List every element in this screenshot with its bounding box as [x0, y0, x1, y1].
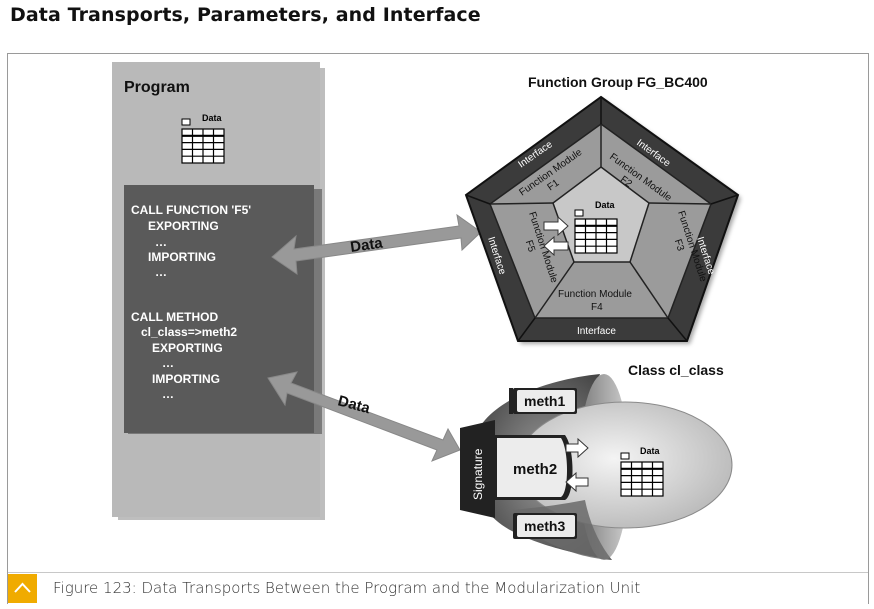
function-group-title: Function Group FG_BC400 [528, 74, 708, 90]
interface-label-bottom: Interface [577, 326, 616, 337]
method-meth1: meth1 [509, 388, 577, 414]
code-exporting-1: EXPORTING [148, 219, 219, 233]
function-group-inner-arrows [543, 215, 569, 257]
code-class-method: cl_class=>meth2 [141, 325, 237, 339]
code-call-method: CALL METHOD [131, 310, 218, 324]
page-title: Data Transports, Parameters, and Interfa… [10, 4, 481, 26]
code-call-function: CALL FUNCTION 'F5' [131, 203, 251, 217]
class-data-label: Data [640, 446, 661, 456]
code-ellipsis-2: … [155, 265, 167, 279]
signature-block: Signature [460, 420, 495, 518]
class-inner-arrows [565, 437, 589, 493]
svg-text:F4: F4 [591, 302, 603, 313]
svg-text:Function Module: Function Module [558, 289, 632, 300]
svg-text:meth2: meth2 [513, 461, 557, 478]
figure-caption: Figure 123: Data Transports Between the … [53, 579, 641, 597]
svg-text:F5: F5 [523, 239, 537, 254]
code-ellipsis-4: … [162, 387, 174, 401]
function-module-f4: Function Module F4 [558, 289, 632, 313]
svg-text:F3: F3 [672, 238, 686, 253]
method-meth3: meth3 [513, 513, 577, 539]
function-group-data-table-icon [574, 209, 618, 254]
chevron-up-icon[interactable] [8, 574, 37, 603]
svg-text:meth3: meth3 [524, 518, 565, 534]
code-importing-2: IMPORTING [152, 372, 220, 386]
svg-text:meth1: meth1 [524, 393, 565, 409]
program-data-label: Data [202, 113, 223, 123]
caption-bar: Figure 123: Data Transports Between the … [8, 572, 868, 604]
data-arrow-top-label: Data [349, 235, 384, 256]
program-block: Program Data CALL FUNCTION 'F5' EXPORTIN… [112, 62, 325, 520]
code-importing-1: IMPORTING [148, 250, 216, 264]
code-exporting-2: EXPORTING [152, 341, 223, 355]
program-data-table-icon [181, 118, 225, 164]
code-ellipsis-1: … [155, 235, 167, 249]
function-group-data-label: Data [595, 200, 616, 210]
signature-label: Signature [471, 448, 485, 500]
program-title: Program [124, 79, 190, 96]
code-ellipsis-3: … [162, 356, 174, 370]
class-title: Class cl_class [628, 362, 724, 378]
class-data-table-icon [620, 452, 664, 497]
method-meth2: meth2 [494, 435, 573, 500]
